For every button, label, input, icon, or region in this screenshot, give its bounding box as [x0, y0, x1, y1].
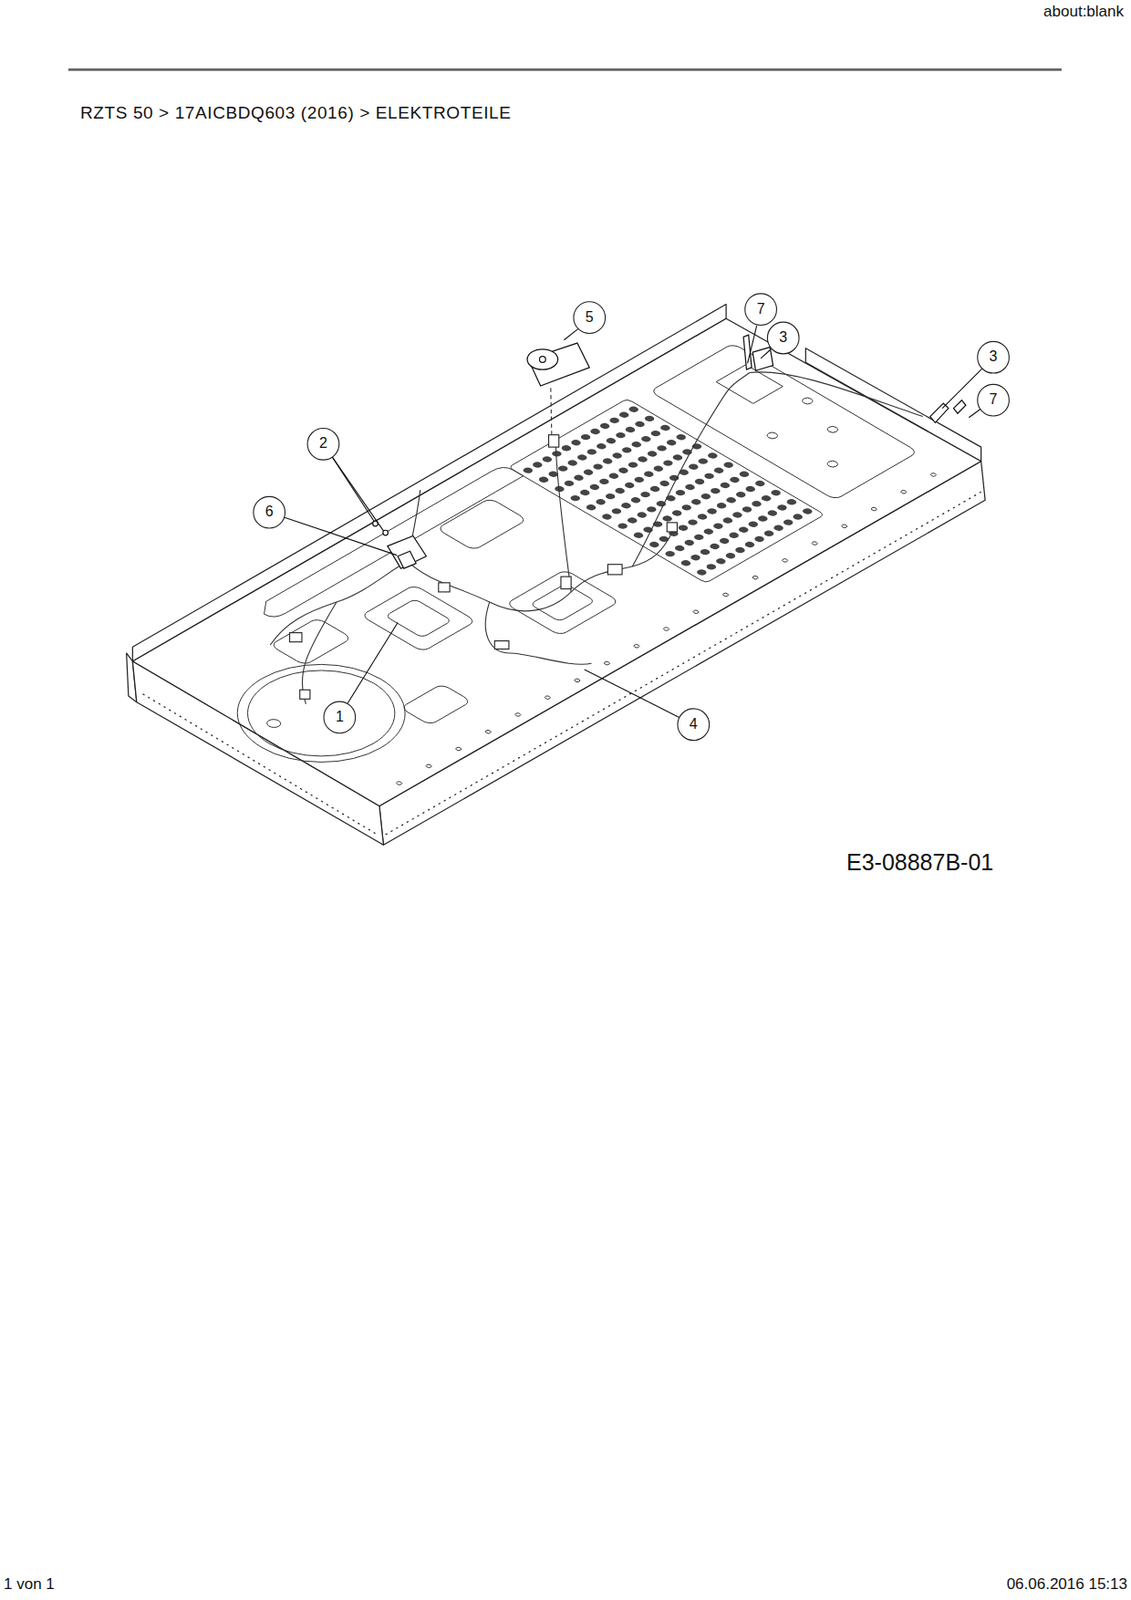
wire-harness — [269, 372, 924, 705]
print-date: 06.06.2016 15:13 — [1006, 1576, 1128, 1594]
callout-number: 3 — [778, 329, 788, 346]
callout-circles — [253, 293, 1010, 741]
callout-number: 7 — [757, 300, 766, 318]
connectors — [290, 435, 678, 700]
part-shapes — [373, 334, 966, 569]
callout-number: 3 — [989, 349, 998, 366]
drawing-number: E3-08887B-01 — [846, 850, 994, 876]
callout-number: 1 — [335, 708, 344, 726]
browser-url: about:blank — [1043, 3, 1124, 21]
callout-number: 4 — [689, 715, 698, 733]
callout-number: 5 — [585, 309, 594, 326]
header-rule — [68, 68, 1062, 72]
leader-lines — [284, 325, 983, 717]
callout-number: 2 — [319, 435, 328, 453]
callout-number: 6 — [265, 504, 274, 521]
page-count: 1 von 1 — [3, 1576, 55, 1594]
floor-details — [138, 337, 948, 807]
breadcrumb-title: RZTS 50 > 17AICBDQ603 (2016) > ELEKTROTE… — [80, 103, 512, 124]
chassis-frame — [126, 304, 986, 846]
callout-number: 7 — [989, 392, 998, 409]
